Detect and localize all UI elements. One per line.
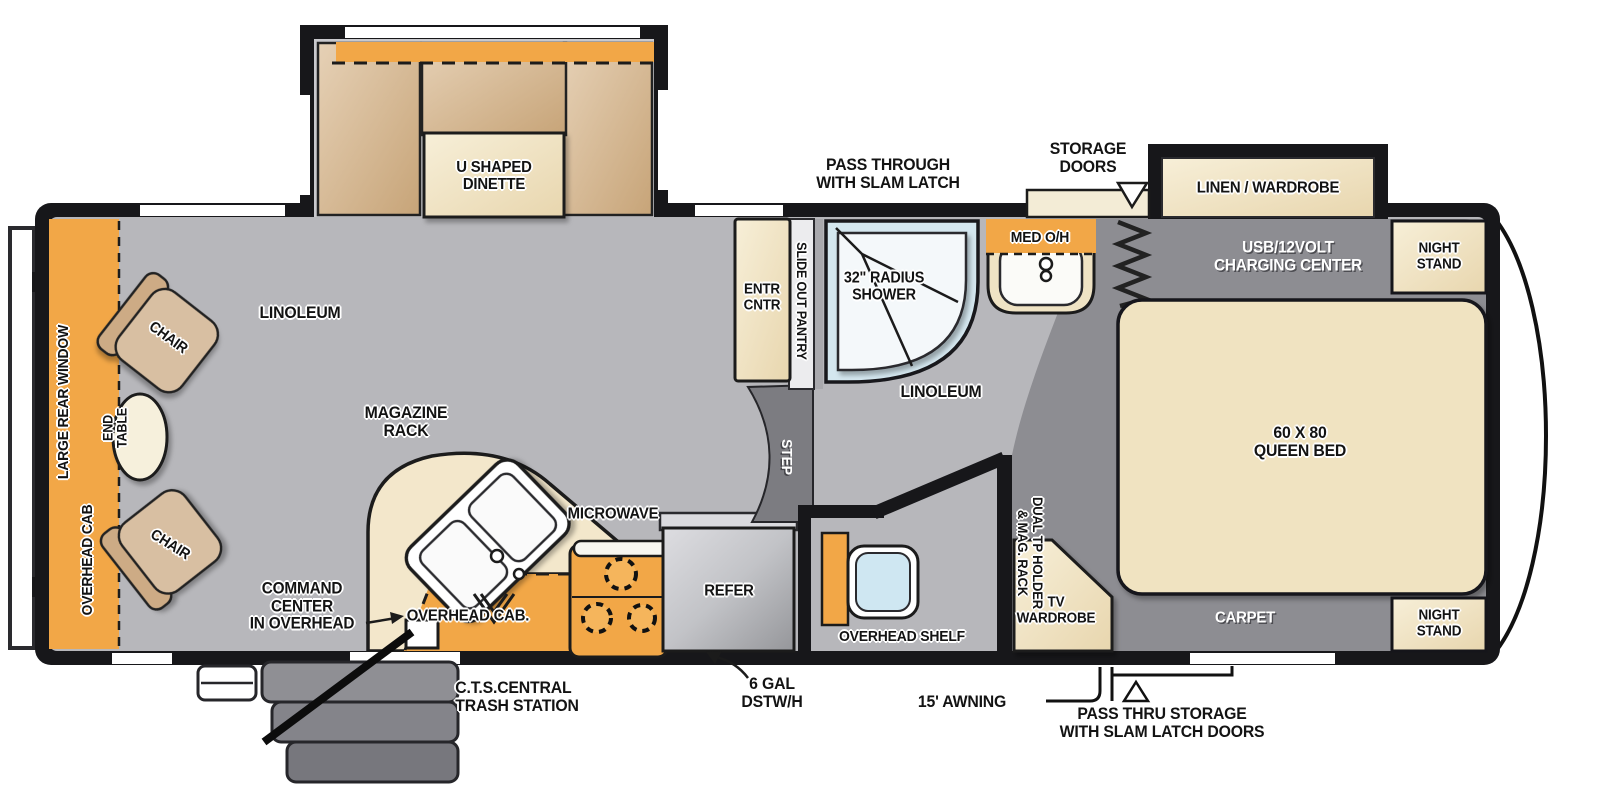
toilet-seat xyxy=(855,552,911,612)
label-six-gal: 6 GAL DSTW/H xyxy=(741,673,803,711)
pantry-rail xyxy=(814,219,823,389)
bath-vanity xyxy=(986,219,1096,315)
label-overhead-cab-kitchen: OVERHEAD CAB. xyxy=(406,607,530,625)
dinette-overhead-cab xyxy=(336,42,654,62)
label-pass-through: PASS THROUGH WITH SLAM LATCH xyxy=(816,154,960,192)
rear-bumper xyxy=(8,226,36,650)
awning-hardware xyxy=(1046,666,1234,703)
water-heater-arrowhead xyxy=(706,651,722,664)
night-stand-top xyxy=(1390,219,1488,295)
medicine-cabinet xyxy=(986,219,1096,253)
rear-sofa-cabinet xyxy=(49,219,119,649)
label-entr-cntr: ENTR CNTR xyxy=(743,281,781,313)
burner-icon xyxy=(604,557,638,591)
label-refer: REFER xyxy=(704,582,754,600)
end-table xyxy=(111,392,169,482)
burner-icon xyxy=(581,602,613,634)
shower-radius-lines xyxy=(835,227,959,367)
label-linoleum-main: LINOLEUM xyxy=(259,302,341,322)
label-step: STEP xyxy=(778,439,796,475)
label-linoleum-bath: LINOLEUM xyxy=(900,381,982,401)
night-stand-bottom xyxy=(1390,596,1488,653)
toilet-cabinet xyxy=(820,531,850,627)
label-med-oh: MED O/H xyxy=(1010,228,1070,246)
label-usb-charging: USB/12VOLT CHARGING CENTER xyxy=(1213,238,1363,274)
label-large-rear-window: LARGE REAR WINDOW xyxy=(54,324,72,480)
label-overhead-cab-rear: OVERHEAD CAB xyxy=(78,504,96,616)
label-command-center: COMMAND CENTER IN OVERHEAD xyxy=(249,579,355,633)
water-heater-arrow xyxy=(715,655,749,679)
label-tv-wardrobe: TV WARDROBE xyxy=(1016,594,1096,626)
sink-faucet xyxy=(489,548,505,564)
dinette-slideout xyxy=(300,25,668,219)
trash-chute-icon xyxy=(472,593,516,625)
queen-bed xyxy=(1116,298,1488,596)
label-carpet: CARPET xyxy=(1214,609,1276,627)
awning-marker xyxy=(1121,679,1151,703)
step xyxy=(746,383,814,523)
label-dinette: U SHAPED DINETTE xyxy=(456,158,532,193)
command-center-arrowhead xyxy=(390,612,404,624)
label-magazine-rack: MAGAZINE RACK xyxy=(364,402,448,440)
bath-faucet xyxy=(1038,256,1054,272)
sink-faucet-handle xyxy=(512,567,526,581)
pass-thru-storage-door xyxy=(1190,653,1335,664)
entertainment-center xyxy=(733,217,792,383)
label-storage-doors: STORAGE DOORS xyxy=(1049,138,1127,176)
chair-bottom xyxy=(99,489,223,611)
toilet-room xyxy=(798,452,1012,651)
stove-unit xyxy=(568,539,676,659)
label-microwave: MICROWAVE xyxy=(567,505,659,523)
label-night-stand-top: NIGHT STAND xyxy=(1416,240,1462,272)
accordion-door-icon xyxy=(1111,219,1154,309)
label-overhead-shelf: OVERHEAD SHELF xyxy=(838,627,966,645)
label-slide-out-pantry: SLIDE OUT PANTRY xyxy=(794,242,810,360)
tv-wardrobe xyxy=(1012,538,1114,653)
linen-wardrobe-slideout xyxy=(1148,144,1388,219)
label-pass-thru-storage: PASS THRU STORAGE WITH SLAM LATCH DOORS xyxy=(1059,703,1265,741)
entry-door-swing xyxy=(261,628,415,746)
window-top-mid xyxy=(695,205,783,216)
kitchen-sink xyxy=(404,458,571,624)
shower xyxy=(824,219,980,384)
burner-icon xyxy=(627,603,657,633)
dinette-bench-left xyxy=(316,41,422,217)
dinette-bench-right xyxy=(562,41,654,217)
label-night-stand-bottom: NIGHT STAND xyxy=(1416,607,1462,639)
entry-steps xyxy=(260,660,460,784)
command-center-arrow xyxy=(365,616,397,625)
label-queen-bed: 60 X 80 QUEEN BED xyxy=(1253,422,1347,460)
front-cap-curve xyxy=(1490,213,1548,658)
dinette-table xyxy=(422,131,566,219)
slide-out-pantry xyxy=(788,218,815,390)
window-top-left xyxy=(140,205,285,216)
microwave-outline xyxy=(572,539,676,558)
label-linen-wardrobe: LINEN / WARDROBE xyxy=(1196,179,1340,197)
label-end-table: END TABLE xyxy=(100,408,130,448)
refrigerator xyxy=(661,526,796,653)
storage-doors-marker xyxy=(1115,181,1150,210)
label-shower: 32" RADIUS SHOWER xyxy=(843,269,925,303)
chair-top xyxy=(96,271,220,394)
window-bottom-left xyxy=(112,653,172,664)
label-dual-tp: DUAL TP HOLDER & MAG. RACK xyxy=(1015,497,1046,609)
label-awning: 15' AWNING xyxy=(917,691,1007,711)
angled-wall xyxy=(871,452,1007,519)
label-cts: C.T.S.CENTRAL TRASH STATION xyxy=(455,677,579,715)
grab-handle xyxy=(196,664,258,702)
